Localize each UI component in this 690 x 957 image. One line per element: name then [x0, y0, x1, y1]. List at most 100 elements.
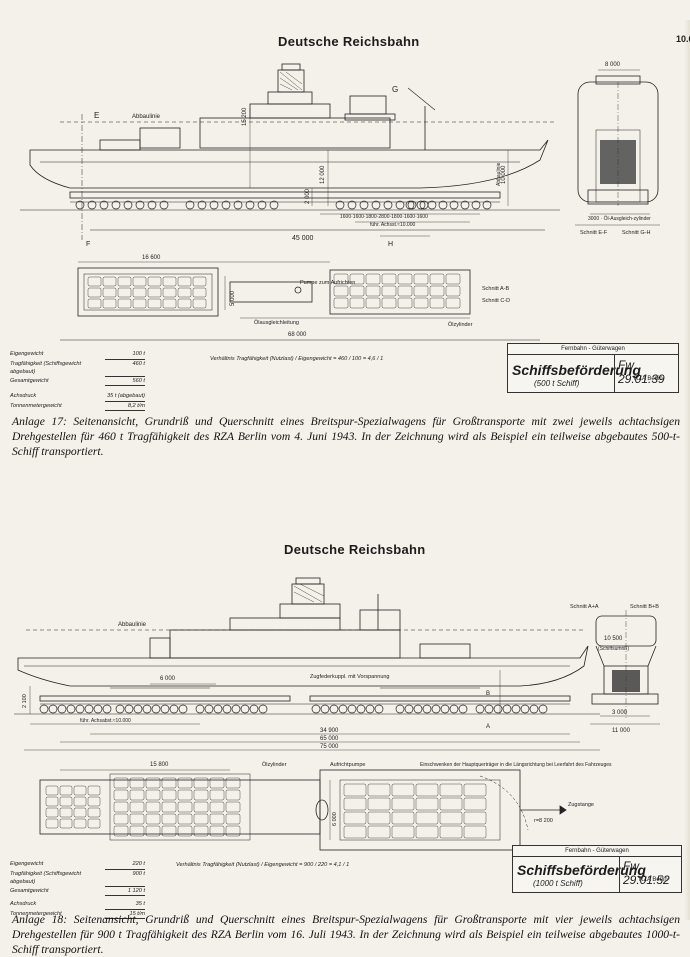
d2-olzylinder: Ölzylinder — [262, 761, 287, 768]
plan-cell — [129, 777, 145, 789]
plan-cell — [333, 297, 349, 309]
plan-cell — [117, 276, 132, 287]
plan-cell — [87, 287, 102, 298]
plan-cell — [343, 811, 367, 825]
d2-title-block: Fernbahn - Güterwagen Schiffsbeförderung… — [512, 845, 682, 893]
plan-cell — [129, 813, 145, 825]
plan-cell — [129, 789, 145, 801]
d1-stamp-header: Fernbahn - Güterwagen — [508, 344, 678, 355]
plan-cell — [333, 285, 349, 297]
wheel — [115, 704, 125, 714]
plan-cell — [177, 825, 193, 837]
wheel — [511, 704, 521, 714]
d1-dim-2000: 2 000 — [305, 188, 311, 204]
caption-anlage-18: Anlage 18: Seitenansicht, Grundriß und Q… — [12, 913, 680, 956]
wheel — [57, 704, 67, 714]
plan-cell — [161, 777, 177, 789]
plan-cell — [145, 777, 161, 789]
wagon1-frame — [69, 191, 501, 199]
plan-cell — [177, 298, 192, 309]
plan-cell — [445, 273, 461, 285]
section2-hatch — [612, 670, 640, 692]
plan-cell — [463, 825, 487, 839]
section1-hatch — [600, 140, 636, 184]
plan-cell — [343, 783, 367, 797]
wheel — [135, 200, 145, 210]
plan-cell — [161, 801, 177, 813]
wheel — [538, 704, 548, 714]
wheel — [124, 704, 134, 714]
plan-cell — [209, 789, 225, 801]
wheel — [520, 704, 530, 714]
plan-cell — [429, 273, 445, 285]
plan-cell — [147, 276, 162, 287]
d2-label-b: B — [486, 691, 490, 697]
d2-einschwenken: Einschwenken der Hauptquerträger in die … — [420, 762, 612, 768]
plan-cell — [162, 287, 177, 298]
wheel — [240, 704, 250, 714]
d1-schnitt-ef: Schnitt E-F — [580, 230, 608, 236]
plan2-grid — [45, 777, 487, 839]
plan-cell — [132, 276, 147, 287]
plan-cell — [209, 801, 225, 813]
wheel — [99, 200, 109, 210]
wheel — [160, 704, 170, 714]
plan-cell — [45, 807, 59, 818]
d2-dim-15800: 15 800 — [150, 762, 169, 768]
plan-cell — [415, 825, 439, 839]
plan-cell — [209, 777, 225, 789]
wheel — [48, 704, 58, 714]
plan-cell — [349, 273, 365, 285]
plan-cell — [445, 285, 461, 297]
d2-stat-row: Tragfähigkeit (Schiffsgewicht abgebaut)9… — [10, 870, 145, 887]
plan1-bogie-left — [77, 267, 219, 317]
plan-cell — [177, 789, 193, 801]
d1-stamp-number: Fw 29.01.39 — [618, 358, 665, 386]
plan-cell — [87, 796, 101, 807]
plan-cell — [225, 789, 241, 801]
plan-cell — [102, 287, 117, 298]
plan-cell — [145, 789, 161, 801]
plan-cell — [161, 813, 177, 825]
plan-cell — [192, 287, 207, 298]
plan-cell — [343, 797, 367, 811]
plan-cell — [225, 825, 241, 837]
d1-dim-45000: 45 000 — [292, 235, 314, 242]
plan-cell — [59, 807, 73, 818]
plan-cell — [45, 796, 59, 807]
d1-schnitt-ab: Schnitt A-B — [482, 286, 510, 292]
d2-zugstange: Zugstange — [568, 802, 594, 808]
d2-schnitt-bb: Schnitt B+B — [630, 604, 659, 610]
plan-cell — [59, 796, 73, 807]
d1-stamp-title: Schiffsbeförderung — [512, 362, 641, 378]
plan-cell — [117, 287, 132, 298]
plan-cell — [193, 801, 209, 813]
d1-dim-15200: 15 200 — [242, 107, 248, 126]
d1-stamp-rza: RZA Berlin — [634, 376, 663, 382]
wagon1-wheels — [75, 200, 492, 210]
ship2-hull — [17, 645, 589, 687]
plan-cell — [162, 298, 177, 309]
page-number: 10.6 — [676, 34, 690, 44]
ship2-superstructure — [169, 629, 401, 659]
plan-cell — [87, 276, 102, 287]
plan-cell — [145, 801, 161, 813]
plan-cell — [161, 825, 177, 837]
wheel — [222, 704, 232, 714]
plan-cell — [45, 785, 59, 796]
wheel — [484, 704, 494, 714]
d1-abbau-right: Abbaulinie — [496, 162, 502, 186]
d2-dim-6000: 6 000 — [160, 676, 176, 682]
plan-cell — [365, 285, 381, 297]
d1-fuhr: führ. Achsst.≈10.000 — [370, 222, 415, 228]
wheel — [374, 704, 384, 714]
wheel — [356, 704, 366, 714]
plan-cell — [87, 818, 101, 829]
drawing-1-svg: Abbaulinie E F G H 15 200 12 000 10 000 … — [20, 62, 660, 341]
ship1-superstructure — [199, 117, 391, 149]
d1-dim-12000: 12 000 — [320, 165, 326, 184]
plan-cell — [463, 797, 487, 811]
plan-cell — [391, 825, 415, 839]
